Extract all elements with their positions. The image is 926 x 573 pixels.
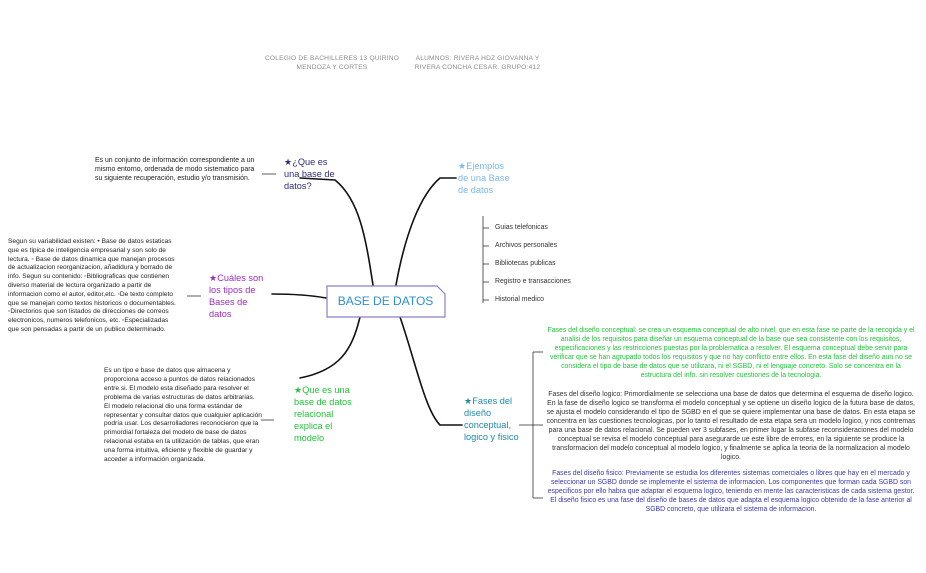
school-name: COLEGIO DE BACHILLERES 13 QUIRINO MENDOZ… xyxy=(264,55,400,71)
connector-que-es xyxy=(299,177,374,286)
connector-fases xyxy=(399,316,463,426)
fase-fisico-text: Fases del diseño fisico: Previamente se … xyxy=(547,470,915,513)
ejemplo-item: Registro e transacciones xyxy=(495,278,571,285)
modelo-branch[interactable]: ★Que es una base de datos relacional exp… xyxy=(294,385,352,443)
fase-logico-text: Fases del diseño logico: Primordialmente… xyxy=(546,391,916,461)
connector-tipos xyxy=(271,293,327,299)
que-es-branch[interactable]: ★¿Que es una base de datos? xyxy=(284,157,335,191)
ejemplo-item: Guias telefonicas xyxy=(495,224,548,231)
ejemplo-item: Archivos personales xyxy=(495,242,558,249)
central-node-shape xyxy=(326,285,446,318)
connector-modelo xyxy=(299,316,361,379)
ejemplo-item: Historial medico xyxy=(495,296,545,303)
que-es-description: Es un conjunto de información correspond… xyxy=(95,157,255,182)
central-node[interactable]: BASE DE DATOS xyxy=(337,294,434,308)
tipos-branch[interactable]: ★Cuáles son los tipos de Bases de datos xyxy=(209,273,264,319)
student-names: ALUMNOS: RIVERA HDZ GIOVANNA Y RIVERA CO… xyxy=(414,55,541,71)
modelo-description: Es un tipo e base de datos que almacena … xyxy=(104,367,262,464)
ejemplos-branch[interactable]: ★Ejemplos de una Base de datos xyxy=(458,161,510,195)
fases-branch[interactable]: ★Fases del diseño conceptual, logico y f… xyxy=(464,396,519,442)
fase-conceptual-text: Fases del diseño conceptual: se crea un … xyxy=(547,327,915,379)
ejemplo-item: Bibliotecas publicas xyxy=(495,260,556,267)
tipos-description: Segun su variabilidad existen: • Base de… xyxy=(8,238,176,333)
connector-ejemplos xyxy=(395,177,457,286)
